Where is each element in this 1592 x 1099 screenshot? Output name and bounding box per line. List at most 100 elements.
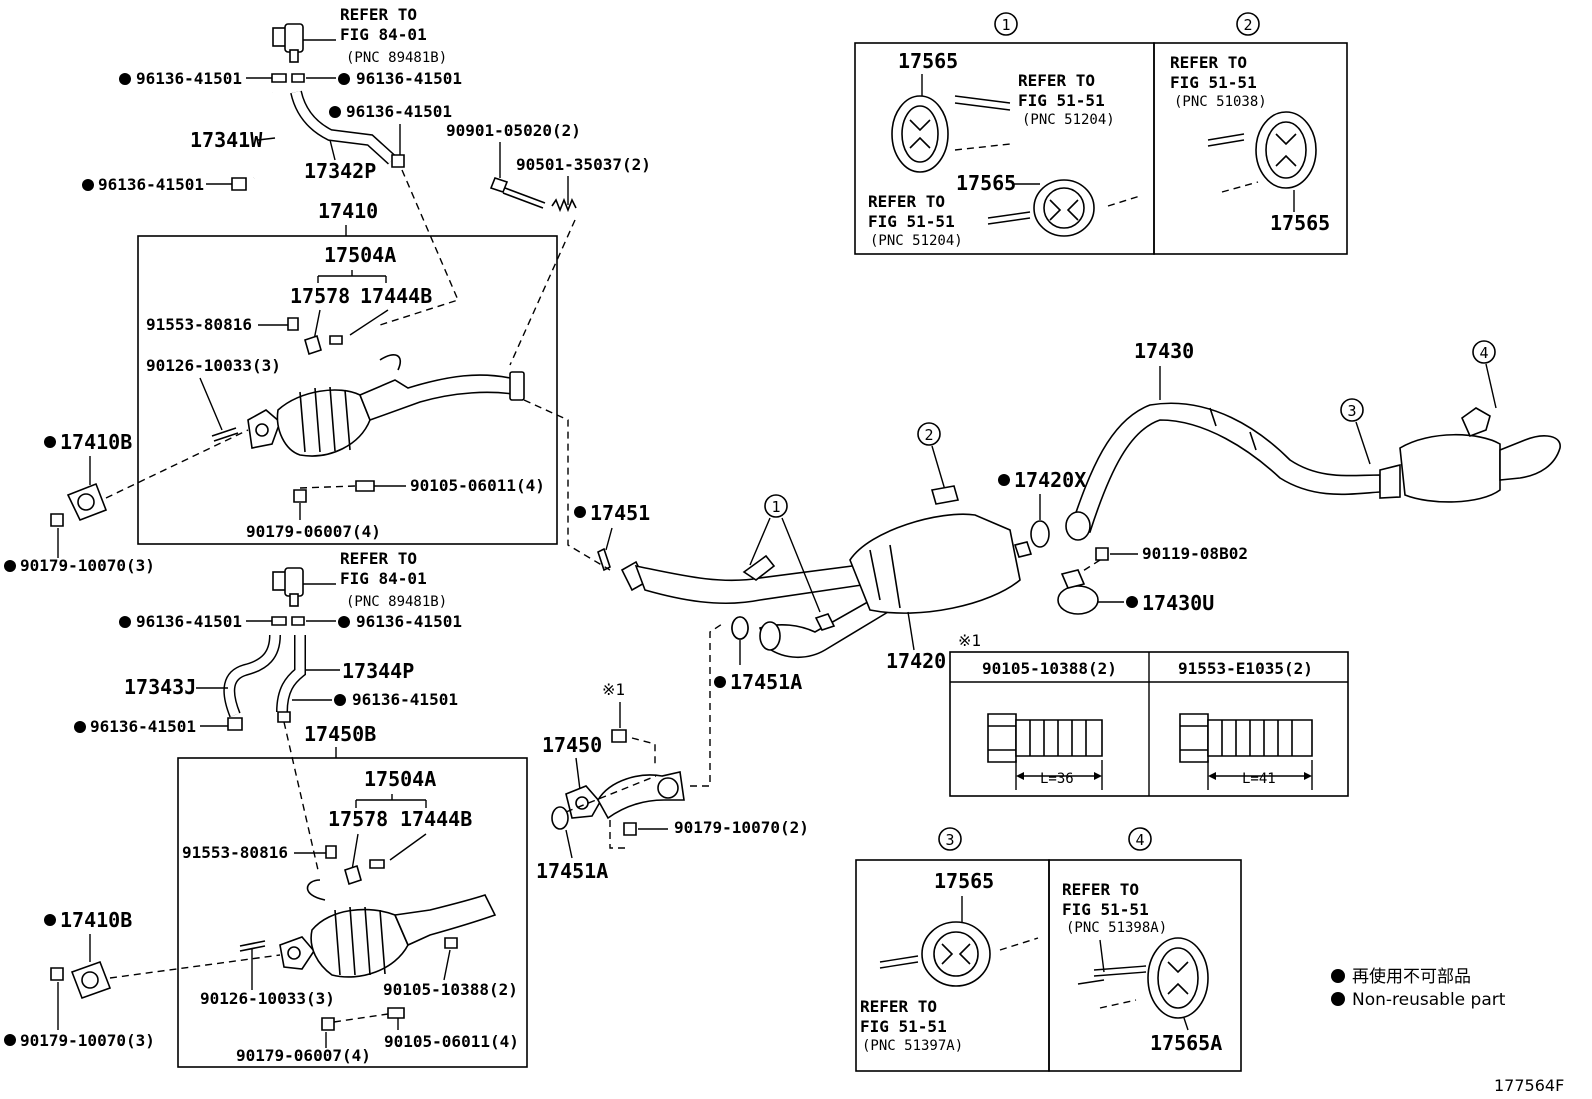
part-90901: 90901-05020(2) <box>446 121 581 140</box>
refer-top-line1: REFER TO <box>340 5 417 24</box>
inset-4-number <box>1128 827 1152 851</box>
plug <box>369 859 385 869</box>
hanger-bracket <box>814 613 836 631</box>
non-reusable-mark <box>1126 596 1138 608</box>
part-90126-2: 90126-10033(3) <box>200 989 335 1008</box>
refer-mid-line1: REFER TO <box>340 549 417 568</box>
part-17420: 17420 <box>886 649 946 673</box>
part-17341w: 17341W <box>190 128 263 152</box>
rubber-hanger <box>891 95 949 173</box>
part-17578-2: 17578 <box>328 807 388 831</box>
clip-label: 96136-41501 <box>356 69 462 88</box>
bracket <box>344 864 362 886</box>
non-reusable-mark <box>4 560 16 572</box>
part-17451: 17451 <box>590 501 650 525</box>
part-90105-10388: 90105-10388(2) <box>383 980 518 999</box>
callout-4-num: 4 <box>1479 344 1488 362</box>
hose-17343j <box>223 634 281 718</box>
bolt <box>325 845 337 859</box>
hose-clip <box>271 616 287 626</box>
note-table-mark: ※1 <box>958 631 981 650</box>
hose-clip <box>231 177 247 191</box>
non-reusable-mark <box>574 506 586 518</box>
inset-3-number <box>938 827 962 851</box>
part-90179-10070-2: 90179-10070(3) <box>20 1031 155 1050</box>
part-90119: 90119-08B02 <box>1142 544 1248 563</box>
hose-clip <box>291 616 305 626</box>
part-90105-06011-2: 90105-06011(4) <box>384 1032 519 1051</box>
non-reusable-mark <box>44 914 56 926</box>
inset2-part: 17565 <box>1270 211 1330 235</box>
nut <box>50 513 64 527</box>
part-17420x: 17420X <box>1014 468 1086 492</box>
hose-clip <box>391 154 405 168</box>
inset3-refer-line2: FIG 51-51 <box>860 1017 947 1036</box>
gasket-17420x <box>1030 520 1050 548</box>
inset-1-number <box>994 12 1018 36</box>
bolt-drawing-l41 <box>1179 713 1313 790</box>
callout-3 <box>1340 398 1364 422</box>
part-90105-06011: 90105-06011(4) <box>410 476 545 495</box>
part-17343j: 17343J <box>124 675 196 699</box>
refer-top-line3: (PNC 89481B) <box>346 50 447 66</box>
clip-label: 96136-41501 <box>356 612 462 631</box>
gasket <box>66 482 108 522</box>
hose-17344p <box>276 634 307 713</box>
inset4-refer-line1: REFER TO <box>1062 880 1139 899</box>
inset-2-number <box>1236 12 1260 36</box>
part-17578: 17578 <box>290 284 350 308</box>
callout-1 <box>764 494 788 518</box>
part-17444b: 17444B <box>360 284 432 308</box>
stud <box>211 427 239 442</box>
hose-clip <box>277 711 291 723</box>
part-17430u: 17430U <box>1142 591 1214 615</box>
inset3-part: 17565 <box>934 869 994 893</box>
non-reusable-mark <box>714 676 726 688</box>
hose-clip <box>271 73 305 83</box>
inset2-refer-line2: FIG 51-51 <box>1170 73 1257 92</box>
inset1-part-a: 17565 <box>898 49 958 73</box>
clip-label: 96136-41501 <box>98 175 204 194</box>
non-reusable-mark <box>119 73 131 85</box>
inset-3-num: 3 <box>945 831 954 849</box>
non-reusable-mark <box>44 436 56 448</box>
nut <box>321 1017 335 1031</box>
bracket <box>304 334 322 356</box>
clip-label: 96136-41501 <box>90 717 196 736</box>
part-17451a-a: 17451A <box>730 670 802 694</box>
hanger-bracket <box>742 554 776 581</box>
bolt-drawing-l36 <box>987 713 1103 790</box>
non-reusable-mark <box>334 694 346 706</box>
part-90179-06007-2: 90179-06007(4) <box>236 1046 371 1065</box>
callout-1-num: 1 <box>771 498 780 516</box>
bolt <box>444 937 458 949</box>
tail-pipe-17430 <box>1065 402 1561 541</box>
part-17504a-2: 17504A <box>364 767 436 791</box>
inset2-refer-line1: REFER TO <box>1170 53 1247 72</box>
legend-dot-ja <box>1331 969 1345 983</box>
part-17450: 17450 <box>542 733 602 757</box>
part-91553-2: 91553-80816 <box>182 843 288 862</box>
inset4-refer-line2: FIG 51-51 <box>1062 900 1149 919</box>
part-17410: 17410 <box>318 199 378 223</box>
oxygen-sensor-mid <box>272 567 336 607</box>
nut <box>50 967 64 981</box>
part-17410b-2: 17410B <box>60 908 132 932</box>
nut <box>293 489 307 503</box>
stud-bolt <box>489 177 546 209</box>
center-pipe-muffler-17420 <box>620 513 1033 659</box>
plug <box>329 335 343 345</box>
part-17450b: 17450B <box>304 722 376 746</box>
part-17410b: 17410B <box>60 430 132 454</box>
inset2-refer-line3: (PNC 51038) <box>1174 94 1267 110</box>
compression-spring <box>551 197 577 213</box>
inset4-part: 17565A <box>1150 1031 1222 1055</box>
non-reusable-mark <box>338 73 350 85</box>
stud <box>239 940 266 952</box>
refer-top-line2: FIG 84-01 <box>340 25 427 44</box>
non-reusable-mark <box>119 616 131 628</box>
converter-17410-box <box>137 235 558 545</box>
inset3-refer-line1: REFER TO <box>860 997 937 1016</box>
clamp-17430u <box>1057 569 1099 615</box>
